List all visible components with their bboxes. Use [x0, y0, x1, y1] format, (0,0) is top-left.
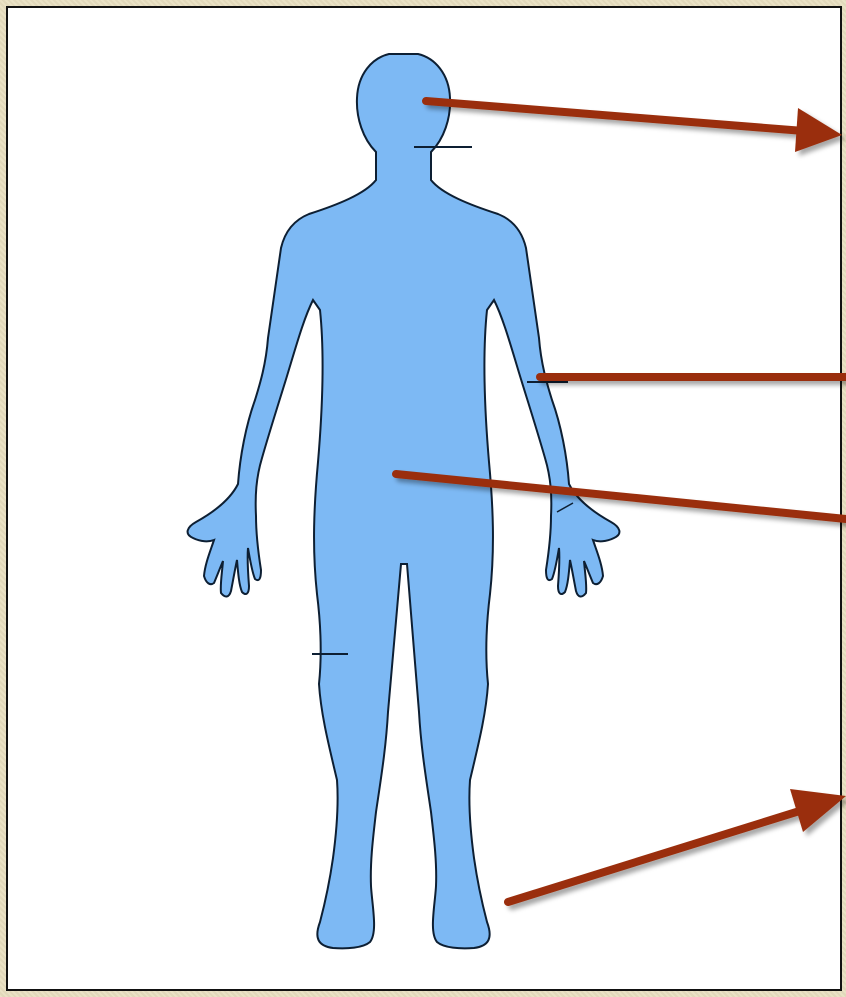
head-arrow [426, 101, 842, 152]
foot-arrowhead-icon [790, 789, 846, 832]
foot-arrow [508, 789, 846, 902]
human-body-figure [188, 54, 620, 948]
foot-arrow-line [508, 809, 806, 902]
head-arrow-line [426, 101, 804, 131]
body-silhouette [188, 54, 620, 948]
head-arrowhead-icon [795, 108, 842, 152]
